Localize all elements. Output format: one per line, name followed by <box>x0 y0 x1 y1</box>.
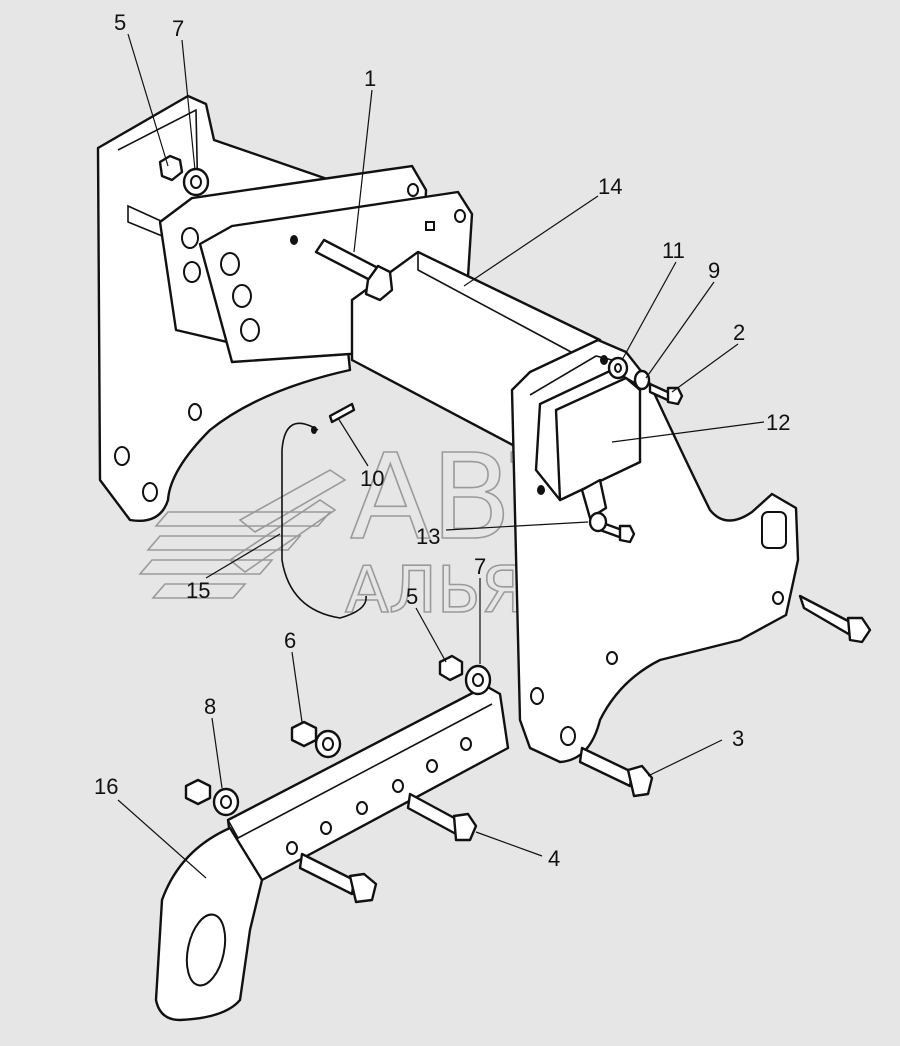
bracket-hole <box>407 183 419 197</box>
hook-eye <box>185 913 227 987</box>
drawbar-hole <box>426 759 438 773</box>
bracket-hole <box>454 209 466 223</box>
callout-labels: 5 7 1 14 11 9 2 12 10 13 15 5 7 6 8 16 3… <box>94 10 790 871</box>
washer <box>314 729 342 759</box>
plate-hole <box>606 651 618 665</box>
callout-8: 8 <box>204 694 216 719</box>
bolt <box>314 238 394 302</box>
callout-5: 5 <box>114 10 126 35</box>
spring-pin <box>281 422 367 619</box>
callout-10: 10 <box>360 466 384 491</box>
drawbar-hole <box>392 779 404 793</box>
callout-6: 6 <box>284 628 296 653</box>
lug-slot <box>761 511 787 549</box>
washer <box>182 167 210 197</box>
callout-12: 12 <box>766 410 790 435</box>
callout-7b: 7 <box>474 554 486 579</box>
drawbar-hole <box>320 821 332 835</box>
split-pin <box>311 402 356 434</box>
plate-hole <box>142 482 158 502</box>
bracket-hole <box>183 261 201 283</box>
nut <box>184 778 212 806</box>
callout-14: 14 <box>598 174 622 199</box>
washer <box>588 511 608 533</box>
towing-hook <box>154 826 264 1022</box>
callout-15: 15 <box>186 578 210 603</box>
leader-lines <box>117 33 765 879</box>
washer <box>633 369 651 391</box>
bracket-hole <box>232 284 252 308</box>
callout-5b: 5 <box>406 584 418 609</box>
drawbar-hole <box>356 801 368 815</box>
nut <box>290 720 318 748</box>
plate-hole <box>772 591 784 605</box>
plate-hole <box>560 726 576 746</box>
callout-13: 13 <box>416 524 440 549</box>
bolt <box>298 852 378 904</box>
plate-hole <box>188 403 202 421</box>
nut <box>438 654 464 682</box>
plate-hole <box>114 446 130 466</box>
callout-7: 7 <box>172 16 184 41</box>
bracket-hole <box>181 227 199 249</box>
bracket-hole <box>220 252 240 276</box>
clip <box>580 478 608 520</box>
bolt <box>648 382 684 406</box>
plate-hole <box>530 687 544 705</box>
bracket-hole <box>240 318 260 342</box>
drawbar-plate <box>226 684 510 882</box>
drawbar-hole <box>286 841 298 855</box>
bolt <box>578 746 654 798</box>
watermark-logo-stripes <box>138 469 347 599</box>
callout-16: 16 <box>94 774 118 799</box>
callout-11: 11 <box>662 238 685 263</box>
drawbar-hole <box>460 737 472 751</box>
bolt <box>406 792 478 842</box>
bracket-slot <box>425 221 435 231</box>
washer <box>607 356 629 380</box>
callout-2: 2 <box>733 320 745 345</box>
callout-4: 4 <box>548 846 560 871</box>
nut <box>158 154 184 182</box>
washer <box>464 664 492 696</box>
bolt <box>798 594 872 644</box>
cover-plate <box>534 368 642 502</box>
callout-1: 1 <box>364 66 376 91</box>
washer <box>212 787 240 817</box>
callout-3: 3 <box>732 726 744 751</box>
callout-9: 9 <box>708 258 720 283</box>
